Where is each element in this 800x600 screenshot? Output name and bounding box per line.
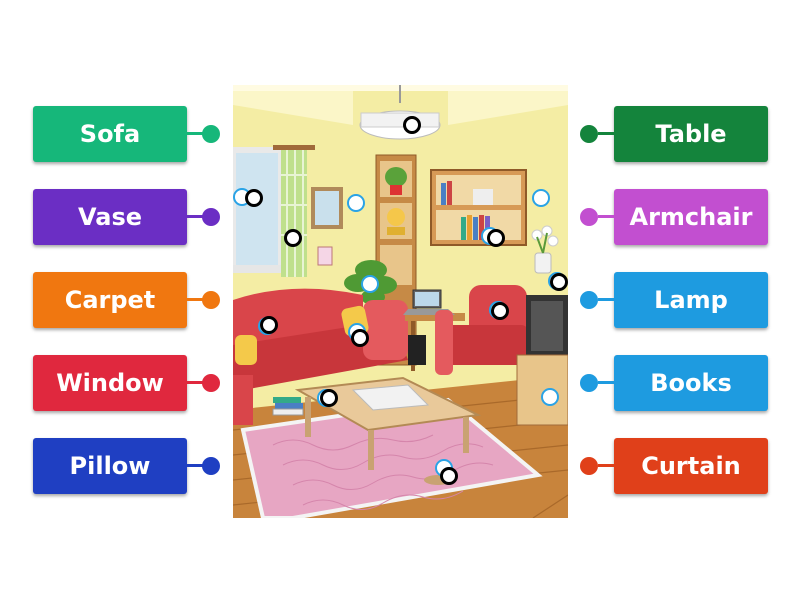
label-books[interactable]: Books xyxy=(614,355,768,411)
target-pin-carpet[interactable] xyxy=(440,467,458,485)
drag-handle-window[interactable] xyxy=(202,374,220,392)
drop-slot-plant[interactable] xyxy=(361,275,379,293)
label-table[interactable]: Table xyxy=(614,106,768,162)
drop-slot-lamp[interactable] xyxy=(541,388,559,406)
drag-handle-table[interactable] xyxy=(580,125,598,143)
connector-carpet xyxy=(187,298,203,301)
drag-handle-curtain[interactable] xyxy=(580,457,598,475)
label-curtain[interactable]: Curtain xyxy=(614,438,768,494)
drop-slot-picture[interactable] xyxy=(347,194,365,212)
target-pin-table[interactable] xyxy=(320,389,338,407)
connector-window xyxy=(187,381,203,384)
connector-vase xyxy=(187,215,203,218)
connector-sofa xyxy=(187,132,203,135)
drag-handle-books[interactable] xyxy=(580,374,598,392)
drag-handle-pillow[interactable] xyxy=(202,457,220,475)
connector-curtain xyxy=(598,464,614,467)
label-vase[interactable]: Vase xyxy=(33,189,187,245)
drag-handle-armchair[interactable] xyxy=(580,208,598,226)
drop-slot-vase[interactable] xyxy=(532,189,550,207)
target-pin-sofa[interactable] xyxy=(260,316,278,334)
connector-table xyxy=(598,132,614,135)
target-pin-pillow[interactable] xyxy=(351,329,369,347)
living-room-image xyxy=(230,85,569,520)
connector-pillow xyxy=(187,464,203,467)
label-pillow[interactable]: Pillow xyxy=(33,438,187,494)
drag-handle-carpet[interactable] xyxy=(202,291,220,309)
target-pin-window[interactable] xyxy=(245,189,263,207)
living-room-illustration xyxy=(230,85,569,520)
target-pin-ceiling-lamp[interactable] xyxy=(403,116,421,134)
target-pin-curtain[interactable] xyxy=(284,229,302,247)
label-sofa[interactable]: Sofa xyxy=(33,106,187,162)
connector-lamp xyxy=(598,298,614,301)
drag-handle-sofa[interactable] xyxy=(202,125,220,143)
drag-handle-vase[interactable] xyxy=(202,208,220,226)
label-window[interactable]: Window xyxy=(33,355,187,411)
label-carpet[interactable]: Carpet xyxy=(33,272,187,328)
target-pin-vase[interactable] xyxy=(550,273,568,291)
label-lamp[interactable]: Lamp xyxy=(614,272,768,328)
connector-books xyxy=(598,381,614,384)
connector-armchair xyxy=(598,215,614,218)
target-pin-armchair[interactable] xyxy=(491,302,509,320)
label-armchair[interactable]: Armchair xyxy=(614,189,768,245)
target-pin-books[interactable] xyxy=(487,229,505,247)
drag-handle-lamp[interactable] xyxy=(580,291,598,309)
